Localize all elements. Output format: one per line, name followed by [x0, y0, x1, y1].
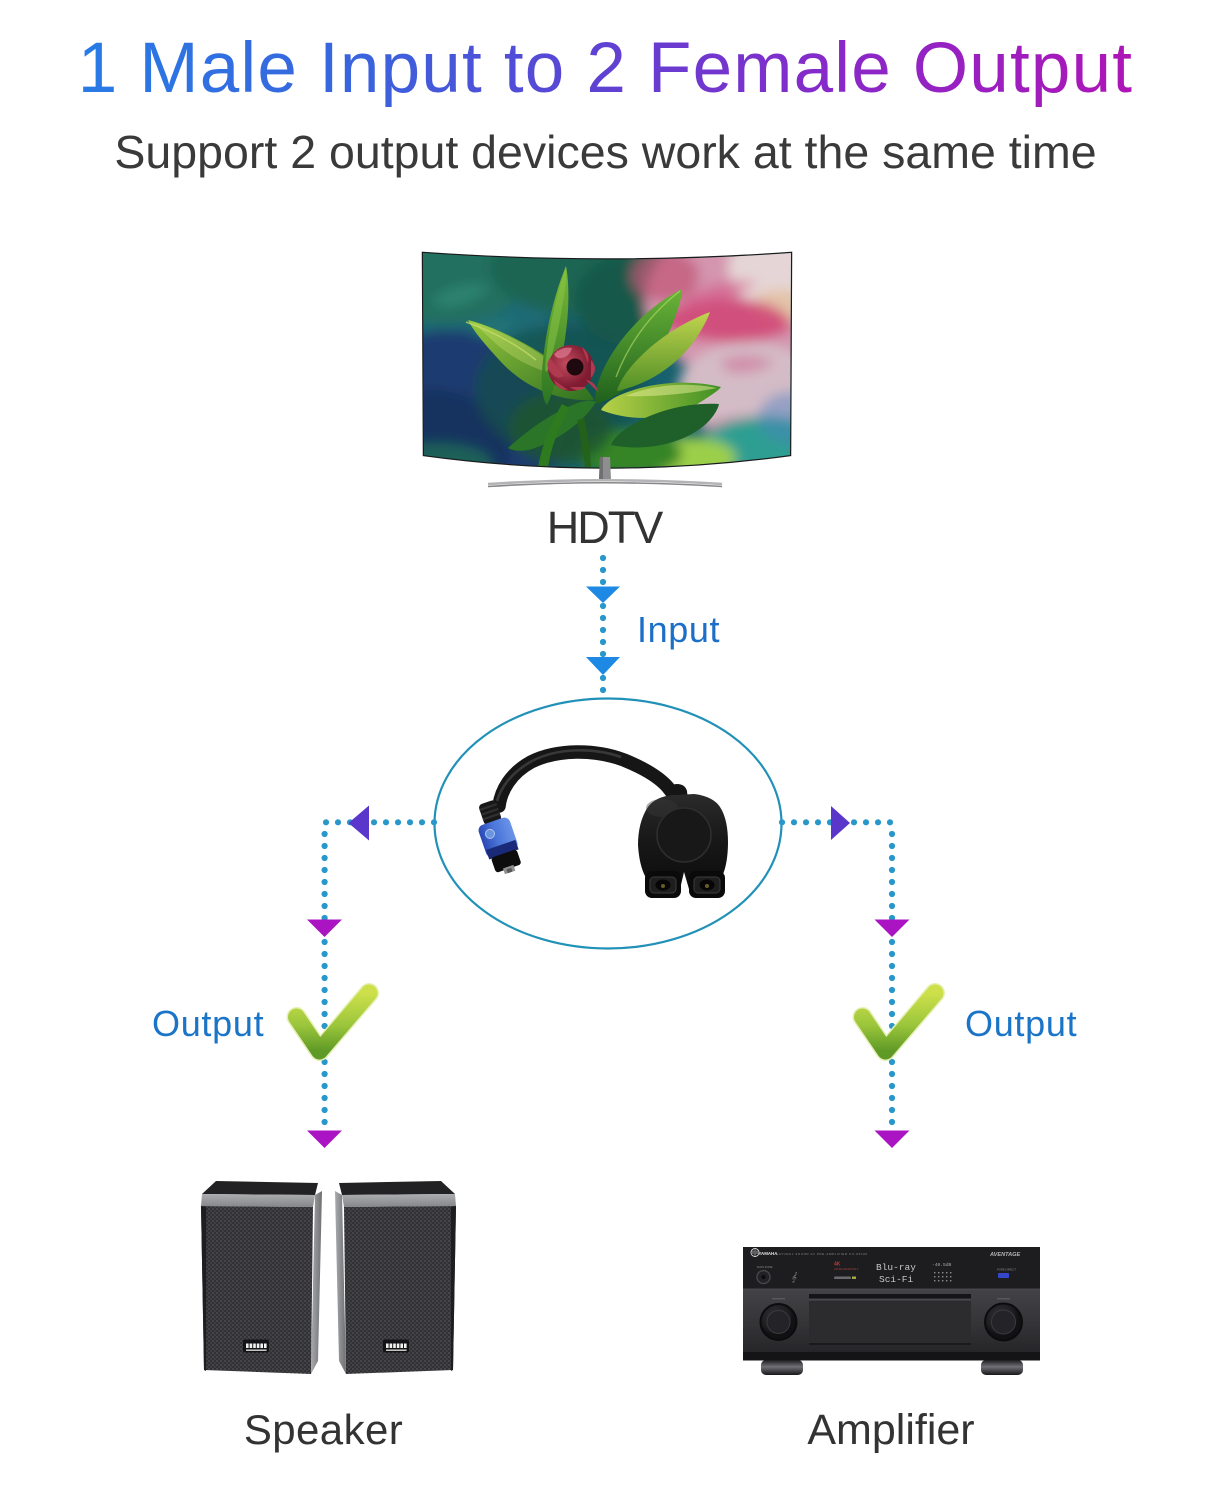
svg-text:-40.5dB: -40.5dB: [932, 1262, 952, 1268]
svg-text:4K: 4K: [834, 1262, 841, 1268]
svg-text:MAIN ZONE: MAIN ZONE: [757, 1265, 773, 1269]
svg-text:Blu-ray: Blu-ray: [876, 1262, 916, 1273]
svg-text:AVENTAGE: AVENTAGE: [989, 1252, 1021, 1258]
svg-text:ULTRA HD HDCP2.2: ULTRA HD HDCP2.2: [834, 1267, 859, 1271]
svg-text:YAMAHA: YAMAHA: [759, 1251, 779, 1256]
svg-text:Sci-Fi: Sci-Fi: [879, 1274, 914, 1285]
svg-text:𝄞: 𝄞: [791, 1271, 797, 1283]
svg-text:PURE DIRECT: PURE DIRECT: [997, 1268, 1016, 1272]
svg-text:NATURAL SOUND AV PRE-AMPLIFIER: NATURAL SOUND AV PRE-AMPLIFIER CX-A5100: [776, 1252, 868, 1256]
